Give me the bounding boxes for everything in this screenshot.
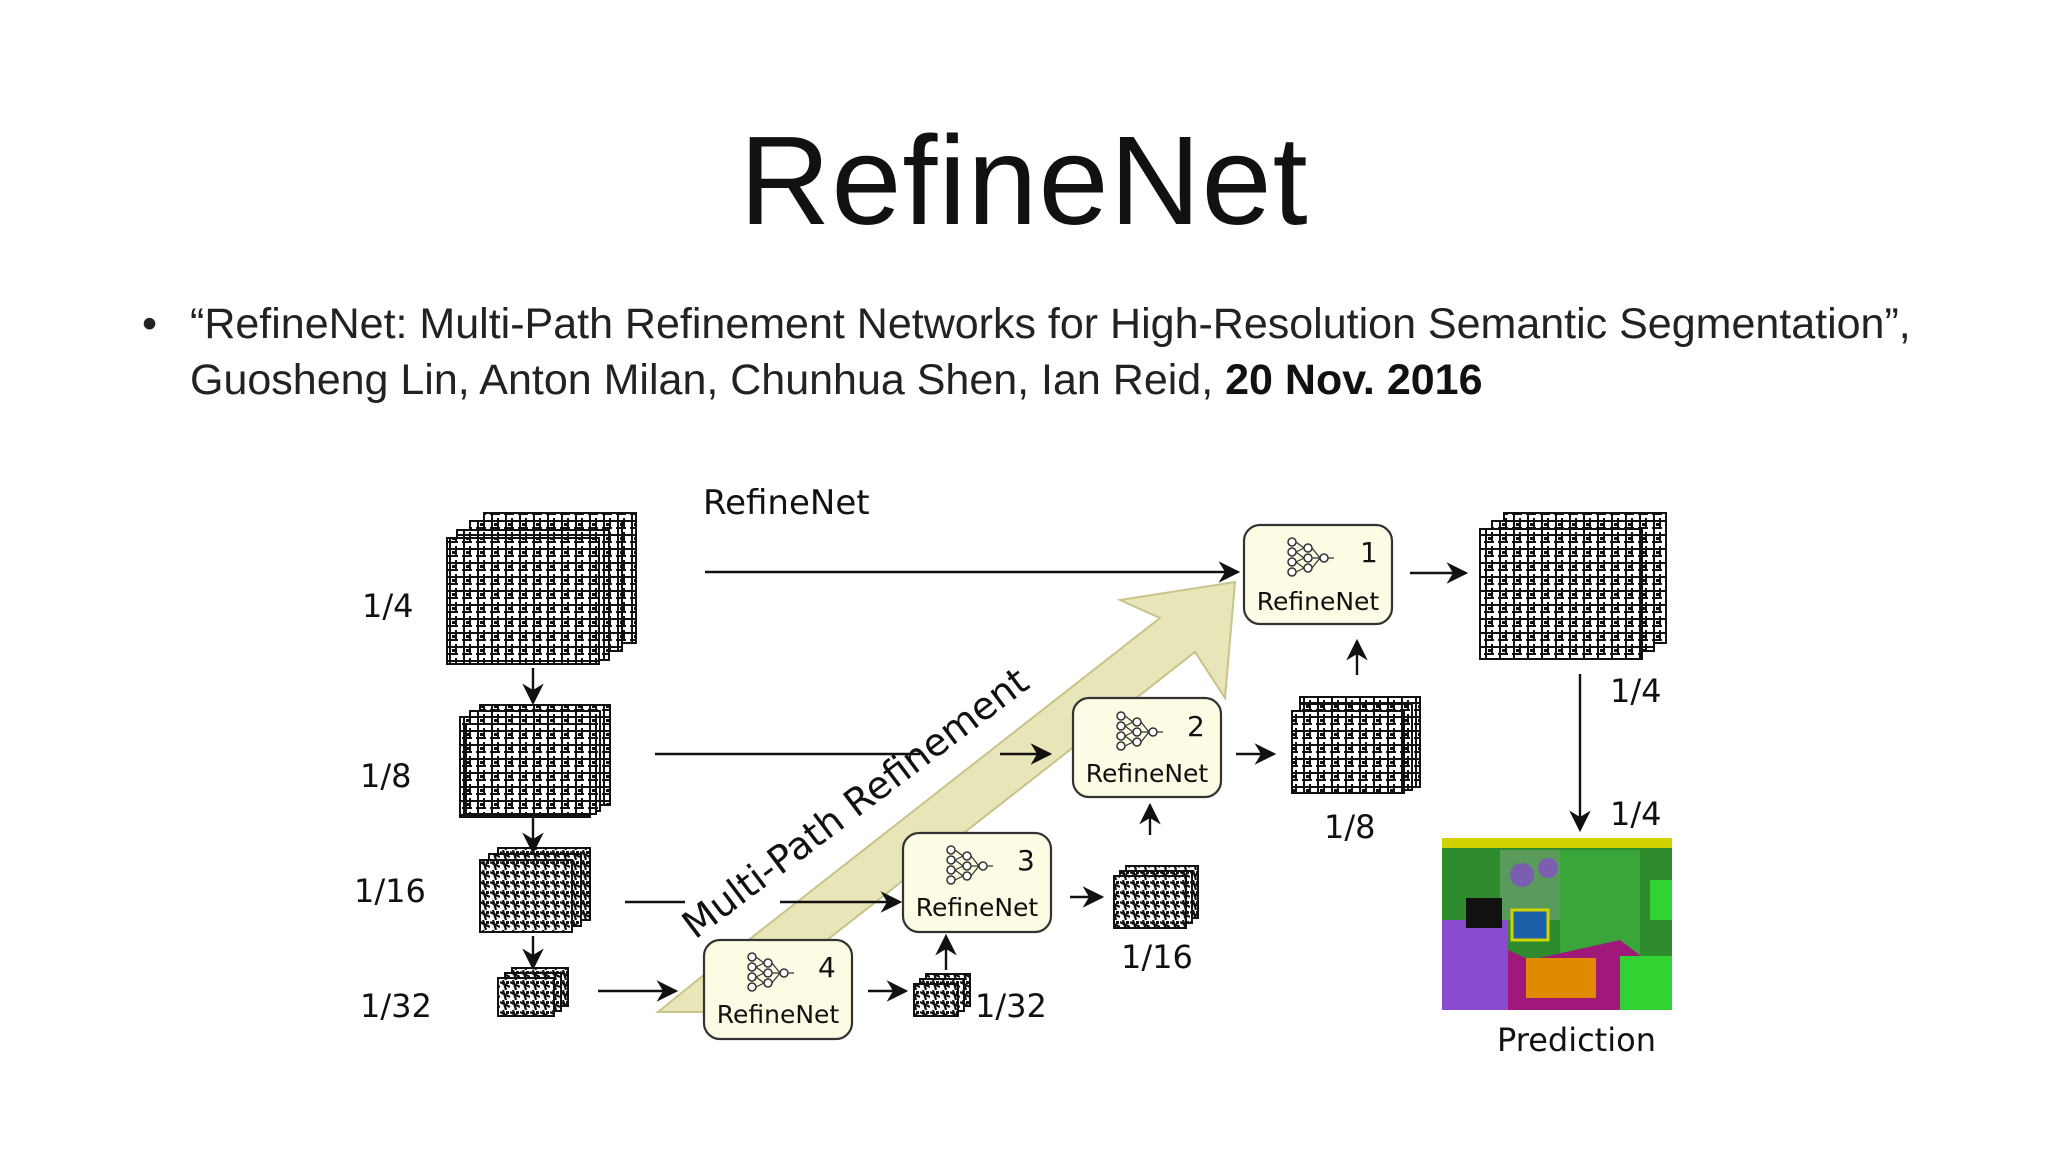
block-4-number: 4 xyxy=(818,951,836,984)
diagram-header: RefineNet xyxy=(703,483,870,523)
scale-label-1-8: 1/8 xyxy=(360,757,412,795)
output-stack-1-32-icon xyxy=(913,973,971,1017)
scale-label-1-4: 1/4 xyxy=(362,587,414,625)
block-3-number: 3 xyxy=(1017,844,1035,877)
output-scale-1-16: 1/16 xyxy=(1121,938,1193,976)
refinenet-block-4: 4 RefineNet xyxy=(702,938,854,1041)
block-2-number: 2 xyxy=(1187,710,1205,743)
citation-date: 20 Nov. 2016 xyxy=(1225,356,1483,404)
prediction-scale: 1/4 xyxy=(1610,795,1662,833)
refinenet-block-2: 2 RefineNet xyxy=(1071,696,1223,799)
encoder-stack-1-4-icon xyxy=(446,512,637,665)
block-1-label: RefineNet xyxy=(1257,587,1380,616)
scale-label-1-32: 1/32 xyxy=(360,987,432,1025)
block-1-number: 1 xyxy=(1360,536,1378,569)
citation-text: “RefineNet: Multi-Path Refinement Networ… xyxy=(190,296,1982,408)
output-scale-1-8: 1/8 xyxy=(1324,808,1376,846)
citation-bullet: • “RefineNet: Multi-Path Refinement Netw… xyxy=(142,296,1982,408)
block-4-label: RefineNet xyxy=(717,1000,840,1029)
prediction-label: Prediction xyxy=(1497,1021,1656,1059)
citation-body: “RefineNet: Multi-Path Refinement Networ… xyxy=(190,300,1911,404)
output-scale-1-32: 1/32 xyxy=(975,987,1047,1025)
refinenet-block-3: 3 RefineNet xyxy=(901,831,1053,934)
slide-title: RefineNet xyxy=(739,110,1309,251)
output-stack-1-16-icon xyxy=(1113,865,1199,929)
output-stack-1-4-icon xyxy=(1479,512,1667,660)
encoder-stack-1-16-icon xyxy=(479,847,591,933)
encoder-stack-1-8-icon xyxy=(459,704,611,818)
bullet-dot-icon: • xyxy=(142,300,158,348)
output-scale-1-4: 1/4 xyxy=(1610,672,1662,710)
refinenet-block-1: 1 RefineNet xyxy=(1242,523,1394,626)
output-stack-1-8-icon xyxy=(1291,696,1421,794)
encoder-stack-1-32-icon xyxy=(497,967,569,1017)
scale-label-1-16: 1/16 xyxy=(354,872,426,910)
lateral-connections xyxy=(598,561,1591,1002)
block-2-label: RefineNet xyxy=(1086,759,1209,788)
block-3-label: RefineNet xyxy=(916,893,1039,922)
segmentation-map-icon xyxy=(1442,838,1672,1010)
